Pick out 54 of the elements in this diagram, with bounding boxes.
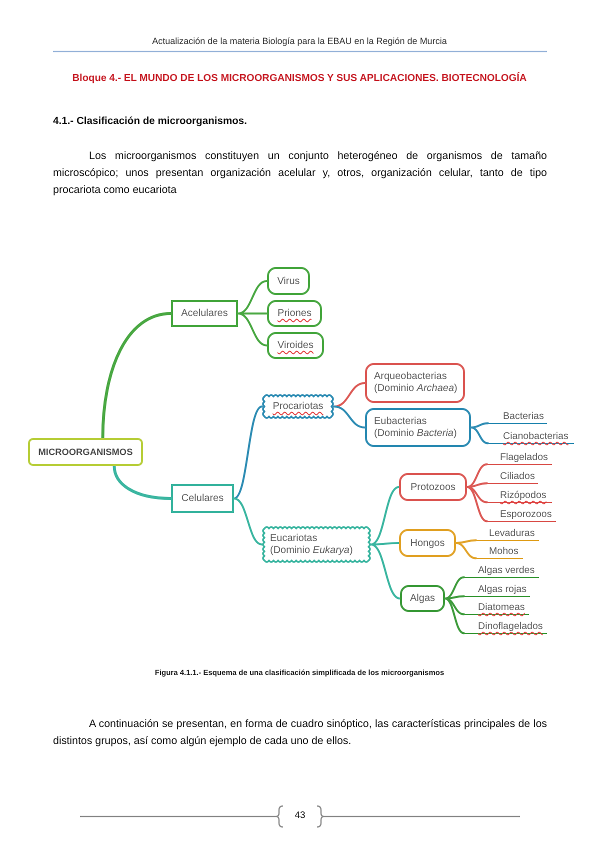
leaf-topic: Cianobacterias (488, 430, 574, 444)
branch-connector (237, 280, 268, 314)
branch-connector (444, 598, 465, 616)
branch-connector (233, 498, 263, 546)
branch-connector (370, 486, 400, 546)
leaf-topic: Algas rojas (464, 583, 530, 597)
category-box: Acelulares (171, 300, 238, 327)
branch-connector (370, 542, 400, 546)
branch-connector (466, 486, 488, 522)
leaf-topic: Algas verdes (464, 564, 539, 578)
leaf-topic: Bacterias (488, 410, 547, 424)
leaf-topic: Mohos (476, 545, 523, 559)
leaf-topic: Ciliados (487, 470, 538, 484)
subtopic-box: Viroides (267, 332, 324, 359)
chapter-heading: Bloque 4.- EL MUNDO DE LOS MICROORGANISMOS Y SUS APLICACIONES. BIOTECNOLOGÍA (71, 73, 528, 84)
subtopic-box: Hongos (399, 529, 456, 557)
leaf-topic: Flagelados (487, 451, 552, 465)
subtopic-box: Arqueobacterias (Dominio Archaea) (365, 363, 465, 403)
branch-connector (470, 422, 489, 428)
branch-connector (466, 482, 488, 488)
leaf-topic: Dinoflagelados (464, 620, 547, 634)
running-header: Actualización de la materia Biología para la EBAU en la Región de Murcia (151, 36, 448, 46)
body-paragraph: A continuación se presentan, en forma de cuadro sinóptico, las características principales de los distintos grupos, así como algún ejemplo de cada uno de ellos. (53, 717, 547, 749)
category-box: Celulares (171, 484, 234, 513)
branch-connector (466, 463, 488, 488)
branch-connector (466, 486, 488, 504)
subtopic-box: Algas (400, 585, 445, 612)
subtopic-box: Protozoos (399, 473, 467, 501)
branch-connector (370, 544, 401, 600)
branch-connector (233, 406, 263, 500)
central-topic-box: MICROORGANISMOS (28, 438, 143, 466)
branch-connector (455, 542, 477, 560)
branch-connector (333, 406, 366, 428)
branch-connector (444, 576, 465, 600)
leaf-topic: Esporozoos (487, 508, 556, 522)
leaf-topic: Diatomeas (464, 601, 529, 615)
branch-connector (101, 312, 172, 440)
branch-connector (112, 464, 172, 500)
branch-connector (237, 312, 268, 346)
branch-connector (444, 598, 465, 634)
subtopic-box: Eubacterias (Dominio Bacteria) (365, 408, 471, 447)
wavy-topic-box: Procariotas (262, 394, 334, 419)
leaf-topic: Levaduras (476, 527, 539, 541)
branch-connector (455, 539, 477, 544)
wavy-topic-box: Eucariotas (Dominio Eukarya) (262, 526, 371, 563)
leaf-topic: Rizópodos (487, 489, 552, 503)
subtopic-box: Virus (267, 267, 310, 295)
branch-connector (470, 426, 489, 444)
branch-connector (237, 312, 268, 314)
page-number: 43 (294, 810, 306, 821)
body-paragraph: Los microorganismos constituyen un conjunto heterogéneo de organismos de tamaño microscópico; unos presentan organización acelular y, otros, organización celular, tanto de tipo procariota como eucariota (53, 149, 547, 198)
subtopic-box: Priones (267, 300, 322, 327)
branch-connector (444, 595, 465, 600)
section-heading: 4.1.- Clasificación de microorganismos. (53, 116, 247, 127)
